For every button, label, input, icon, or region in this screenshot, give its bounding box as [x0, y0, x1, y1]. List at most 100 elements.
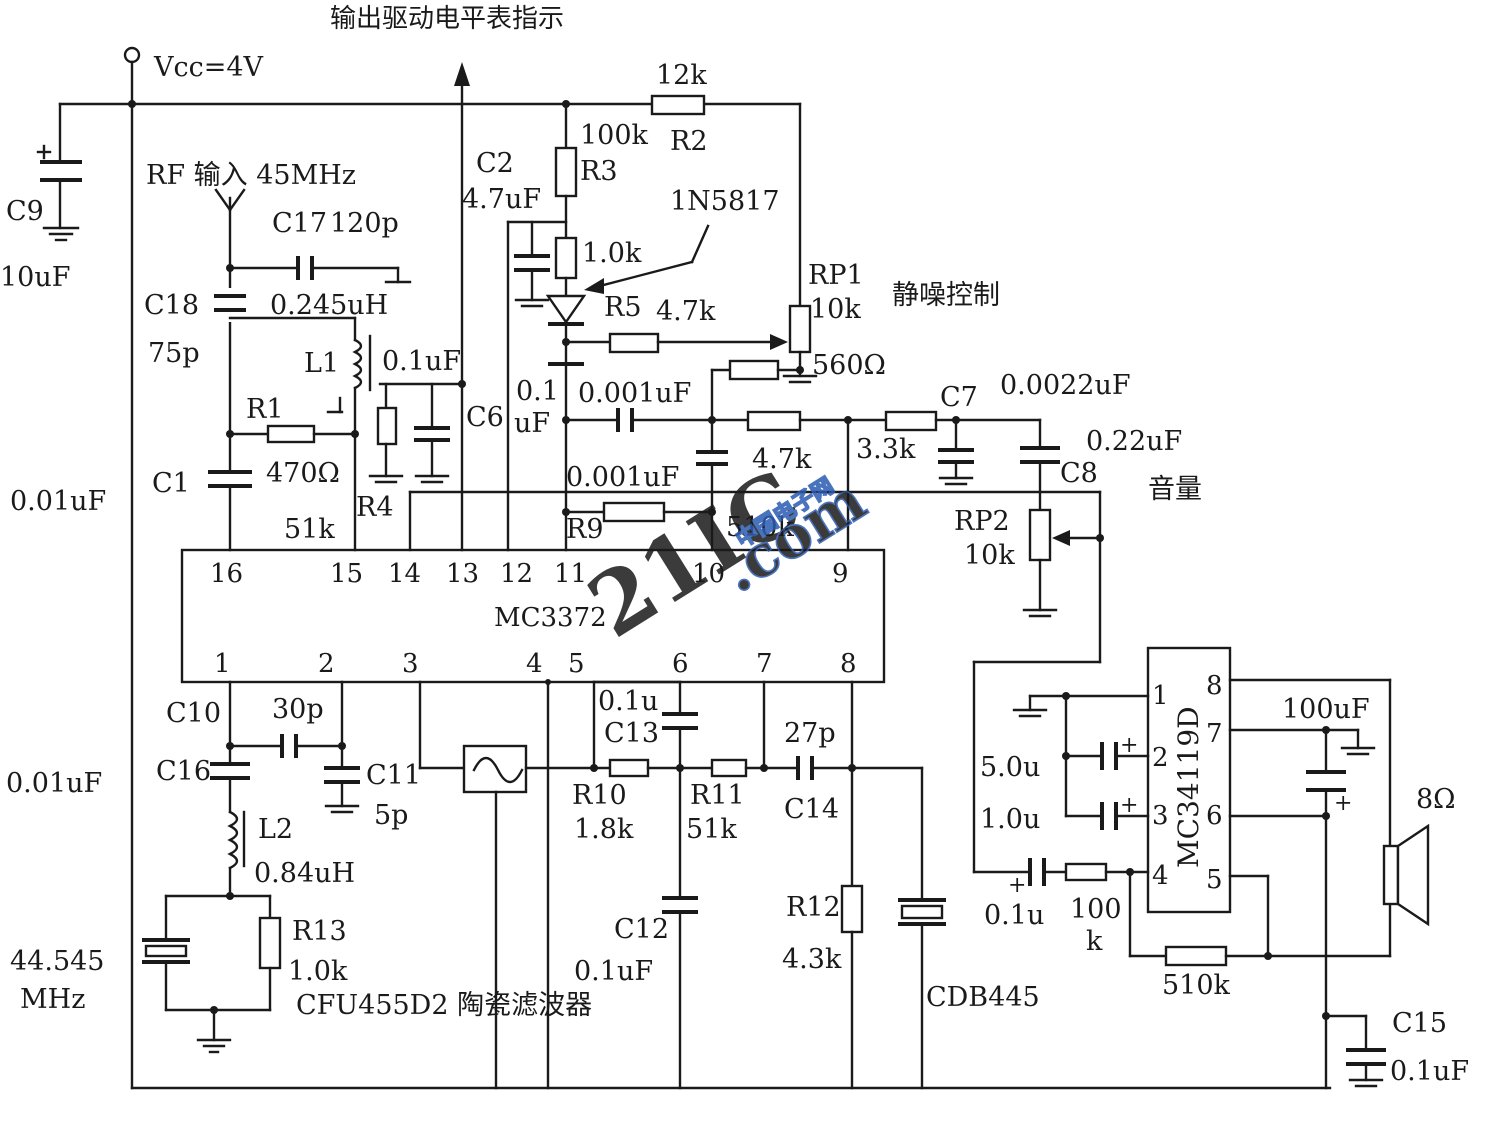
pin-label: 7 [1206, 719, 1223, 749]
resistor-r12 [840, 884, 864, 1090]
label-r2-val: 12k [656, 60, 707, 91]
label-c9-val: 10uF [0, 262, 70, 293]
label-volume: 音量 [1148, 474, 1202, 505]
label-l1-cap: 0.1uF [382, 346, 461, 377]
rf-input-label: RF 输入 45MHz [146, 160, 356, 191]
label-c2: C2 [476, 148, 514, 179]
label-c15: C15 [1392, 1008, 1447, 1039]
label-c10: C10 [166, 698, 221, 729]
potentiometer-rp1 [782, 304, 818, 384]
label-c8-val: 0.22uF [1086, 426, 1182, 457]
label-c12: C12 [614, 914, 669, 945]
resistor-r4 [368, 380, 466, 484]
label-c-5u: 5.0u [980, 752, 1040, 783]
potentiometer-rp2 [1022, 508, 1102, 618]
label-c-1u: 1.0u [980, 804, 1040, 835]
inductor-l2 [226, 810, 246, 900]
diode-1n5817 [545, 224, 710, 552]
pin-label: 2 [1152, 743, 1169, 773]
label-c-27p: 27p [784, 718, 836, 749]
pin-label: 5 [568, 649, 585, 679]
label-r13: R13 [292, 916, 347, 947]
resistor-r5 [564, 332, 788, 354]
pin-label: 1 [214, 649, 231, 679]
label-c17-val: 120p [330, 208, 399, 239]
labels: 输出驱动电平表指示 Vcc=4V RF 输入 45MHz C9 10uF C17… [0, 4, 1469, 1087]
mc34119d-inputs [972, 692, 1392, 967]
pin-label: 12 [500, 559, 533, 589]
label-rp1: RP1 [808, 260, 864, 291]
label-r10: R10 [572, 780, 627, 811]
label-r-47k: 4.7k [752, 444, 812, 475]
resistor-r11 [710, 680, 798, 778]
label-r-100a: 100 [1070, 894, 1122, 925]
label-rp1-val: 10k [810, 294, 861, 325]
resistor-33k [884, 410, 1042, 432]
pin-label: 4 [526, 649, 543, 679]
resistor-r2 [650, 94, 802, 308]
label-r11-val: 51k [686, 814, 737, 845]
label-c9: C9 [6, 196, 44, 227]
label-c1: C1 [152, 468, 190, 499]
label-l1: L1 [304, 348, 339, 379]
label-l2-val: 0.84uH [254, 858, 355, 889]
label-r-1k: 1.0k [582, 238, 642, 269]
svg-text:+: + [1008, 873, 1026, 898]
label-cdb445: CDB445 [926, 982, 1040, 1013]
label-c-01b: uF [514, 408, 550, 439]
capacitor-0001uf-a [562, 408, 750, 432]
label-r5-val: 4.7k [656, 296, 716, 327]
pin-label: 8 [840, 649, 857, 679]
label-c7-val: 0.0022uF [1000, 370, 1131, 401]
label-rp1-desc: 静噪控制 [892, 280, 1000, 311]
pin-label: 1 [1152, 681, 1169, 711]
resistor-r13 [258, 894, 282, 1012]
label-r-510k: 510k [1162, 970, 1231, 1001]
label-c1-val: 0.01uF [10, 486, 106, 517]
label-c18: C18 [144, 290, 199, 321]
resistor-1k [554, 236, 578, 298]
label-c18-val: 75p [148, 338, 200, 369]
label-c18-note: 0.245uH [270, 290, 388, 321]
pin-label: 5 [1206, 865, 1223, 895]
ceramic-filter-cfu455d2 [418, 679, 612, 1090]
mc3372-pin-labels: 16 15 14 13 12 11 10 9 MC3372 1 2 3 4 5 … [210, 559, 857, 679]
capacitor-c14 [796, 680, 924, 888]
resistor-560 [710, 359, 804, 422]
diagram-title: 输出驱动电平表指示 [330, 4, 564, 34]
mc34119d-outputs [1228, 678, 1392, 1090]
pin-label: 3 [402, 649, 419, 679]
label-r-560: 560Ω [812, 350, 886, 381]
label-rp2-val: 10k [964, 540, 1015, 571]
mc3372-name: MC3372 [494, 603, 607, 633]
pin-label: 14 [388, 559, 421, 589]
label-r12: R12 [786, 892, 841, 923]
label-c-01a: 0.1 [516, 376, 559, 407]
label-filter: CFU455D2 陶瓷滤波器 [296, 990, 592, 1021]
label-c-001b: 0.001uF [566, 462, 679, 493]
label-r9-val: 510k [726, 512, 795, 543]
pin-label: 7 [756, 649, 773, 679]
pin-label: 4 [1152, 861, 1169, 891]
capacitor-c8 [1020, 418, 1060, 512]
supply-label: Vcc=4V [153, 52, 264, 83]
label-xtal-b: MHz [20, 984, 85, 1015]
label-c15-val: 0.1uF [1390, 1056, 1469, 1087]
mc34119d-chip [1146, 646, 1232, 914]
capacitor-c7 [938, 418, 974, 486]
pin-label: 13 [446, 559, 479, 589]
pin-label: 16 [210, 559, 243, 589]
pin-label: 15 [330, 559, 363, 589]
pin-label: 2 [318, 649, 335, 679]
resistor-r3 [554, 100, 578, 240]
speaker-icon [1382, 823, 1430, 927]
label-l2: L2 [258, 814, 293, 845]
label-c12-val: 0.1uF [574, 956, 653, 987]
capacitor-c18 [212, 288, 248, 322]
label-c17: C17 [272, 208, 327, 239]
pin-label: 10 [692, 559, 725, 589]
capacitor-c16 [210, 762, 250, 814]
label-r4-val: 51k [284, 514, 335, 545]
label-rp2: RP2 [954, 506, 1010, 537]
label-r3-val: 100k [580, 120, 649, 151]
